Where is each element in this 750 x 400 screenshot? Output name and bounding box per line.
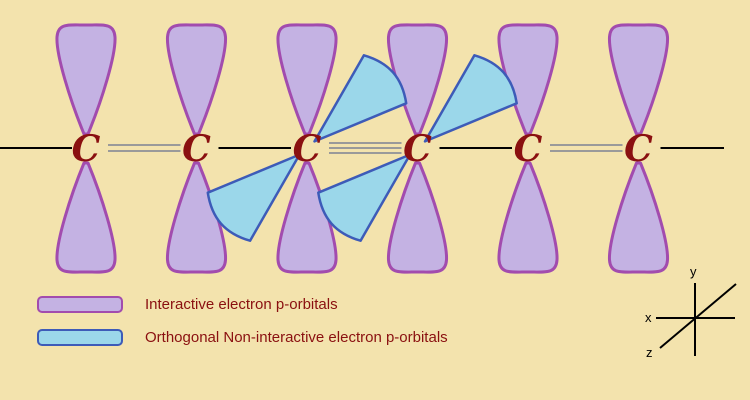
axis-z-label: z	[646, 345, 653, 360]
p-orbital-upper-lobe-2	[165, 23, 228, 136]
p-orbital-lower-lobe-5	[497, 161, 559, 274]
axis-z-line	[659, 283, 737, 349]
legend-swatch-interactive	[37, 296, 123, 313]
carbon-atom-5: C	[514, 128, 543, 170]
p-orbital-lower-lobe-4	[386, 161, 449, 274]
orthogonal-orbital-upper-lobe-2	[423, 54, 518, 143]
p-orbital-upper-lobe-6	[607, 23, 670, 136]
orthogonal-orbital-lower-lobe-1	[206, 153, 301, 242]
orthogonal-orbital-upper-lobe-1	[313, 54, 408, 143]
carbon-atom-4: C	[403, 128, 432, 170]
p-orbital-upper-lobe-5	[497, 23, 559, 136]
legend-label-interactive: Interactive electron p-orbitals	[145, 296, 338, 313]
orthogonal-orbital-lower-lobe-2	[317, 153, 412, 242]
p-orbital-upper-lobe-3	[276, 23, 338, 136]
legend: Interactive electron p-orbitals Orthogon…	[37, 296, 448, 346]
p-orbital-lower-lobe-6	[607, 161, 670, 274]
legend-swatch-orthogonal	[37, 329, 123, 346]
carbon-atom-6: C	[624, 128, 653, 170]
orthogonal-orbitals-layer	[206, 54, 518, 242]
carbon-atom-3: C	[293, 128, 322, 170]
p-orbital-upper-lobe-1	[55, 23, 117, 136]
axes-indicator: y x z	[645, 264, 737, 360]
bonds-layer	[0, 142, 724, 154]
carbon-atom-2: C	[182, 128, 211, 170]
legend-label-orthogonal: Orthogonal Non-interactive electron p-or…	[145, 329, 448, 346]
p-orbital-upper-lobe-4	[386, 23, 449, 136]
p-orbital-lower-lobe-1	[55, 161, 117, 274]
axis-y-label: y	[690, 264, 697, 279]
carbon-atom-1: C	[72, 128, 101, 170]
axis-x-label: x	[645, 310, 652, 325]
